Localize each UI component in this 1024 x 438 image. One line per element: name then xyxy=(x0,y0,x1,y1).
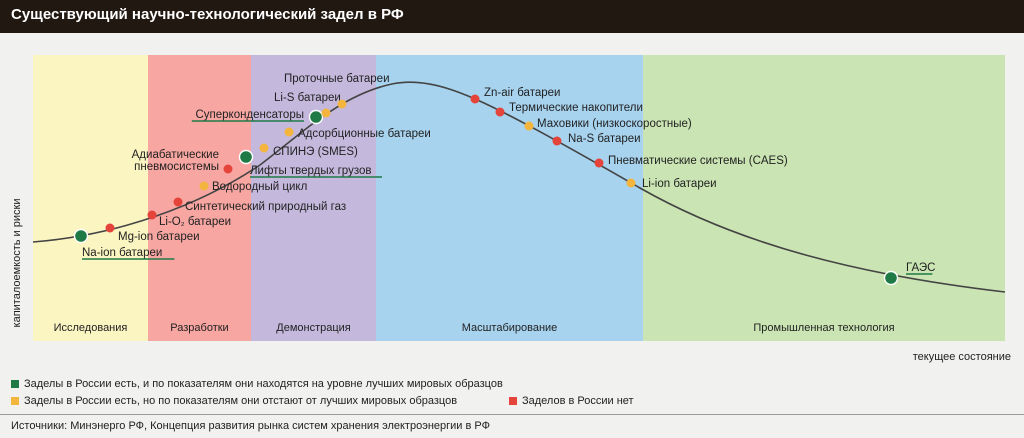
point-label-суперконденсаторы: Суперконденсаторы xyxy=(195,109,304,121)
point-label-лифты-твердых-грузов: Лифты твердых грузов xyxy=(250,165,371,177)
legend-label-yellow: Заделы в России есть, но по показателям … xyxy=(24,395,458,407)
page-title: Существующий научно-технологический заде… xyxy=(11,6,404,23)
point-label-термические-накопители: Термические накопители xyxy=(509,102,643,114)
point-label-na-ion-батареи: Na-ion батареи xyxy=(82,247,162,259)
point-синтетический-природный-газ xyxy=(173,197,183,207)
point-водородный-цикл xyxy=(199,181,209,191)
trend-curve xyxy=(32,81,1006,293)
stage-band-4 xyxy=(376,55,643,341)
y-axis-label: капиталоемкость и риски xyxy=(11,199,23,328)
point-гаэс xyxy=(883,270,899,286)
source-note: Источники: Минэнерго РФ, Концепция разви… xyxy=(11,420,490,432)
point-label-синтетический-природный-газ: Синтетический природный газ xyxy=(185,201,346,213)
point-li-s-батареи xyxy=(321,108,331,118)
technology-readiness-chart: Исследования Разработки Демонстрация Масшта… xyxy=(11,55,1011,363)
point-label-адсорбционные-батареи: Адсорбционные батареи xyxy=(298,128,431,140)
point-na-s-батареи xyxy=(552,136,562,146)
stage-band-1 xyxy=(33,55,148,341)
stage-label-5: Промышленная технология xyxy=(753,322,894,334)
legend-item-green: Заделы в России есть, и по показателям о… xyxy=(11,378,503,390)
legend-item-red: Заделов в России нет xyxy=(509,395,634,407)
point-спинэ-smes xyxy=(259,143,269,153)
point-термические-накопители xyxy=(495,107,505,117)
stage-band-5 xyxy=(643,55,1005,341)
point-label-спинэ-smes: СПИНЭ (SMES) xyxy=(273,146,358,158)
point-label-li-s-батареи: Li-S батареи xyxy=(274,92,341,104)
point-label-li-ion-батареи: Li-ion батареи xyxy=(642,178,717,190)
point-label-na-s-батареи: Na-S батареи xyxy=(568,133,641,145)
stage-label-2: Разработки xyxy=(170,322,228,334)
footer-divider xyxy=(0,414,1024,415)
legend-label-red: Заделов в России нет xyxy=(522,395,634,407)
point-label-маховики-низкоскоростные: Маховики (низкоскоростные) xyxy=(537,118,692,130)
point-label-водородный-цикл: Водородный цикл xyxy=(212,181,307,193)
legend-swatch-red xyxy=(509,397,517,405)
point-label-li-o-батареи: Li-O₂ батареи xyxy=(159,216,231,228)
stage-label-3: Демонстрация xyxy=(276,322,351,334)
point-label-проточные-батареи: Проточные батареи xyxy=(284,73,390,85)
point-label-zn-air-батареи: Zn-air батареи xyxy=(484,87,560,99)
stage-label-1: Исследования xyxy=(54,322,128,334)
stage-band-3 xyxy=(251,55,376,341)
point-адсорбционные-батареи xyxy=(284,127,294,137)
legend-item-yellow: Заделы в России есть, но по показателям … xyxy=(11,395,457,407)
point-маховики-низкоскоростные xyxy=(524,121,534,131)
point-li-o-батареи xyxy=(147,210,157,220)
legend-swatch-green xyxy=(11,380,19,388)
point-пневматические-системы-caes xyxy=(594,158,604,168)
point-label-пневматические-системы-caes: Пневматические системы (CAES) xyxy=(608,155,788,167)
point-проточные-батареи xyxy=(337,99,347,109)
stage-label-4: Масштабирование xyxy=(462,322,558,334)
x-axis-label: текущее состояние xyxy=(913,351,1011,363)
point-лифты-твердых-грузов xyxy=(223,164,233,174)
legend-label-green: Заделы в России есть, и по показателям о… xyxy=(24,378,503,390)
point-label-mg-ion-батареи: Mg-ion батареи xyxy=(118,231,200,243)
point-суперконденсаторы xyxy=(308,109,324,125)
title-bar: Существующий научно-технологический заде… xyxy=(0,0,1024,33)
legend-swatch-yellow xyxy=(11,397,19,405)
point-mg-ion-батареи xyxy=(105,223,115,233)
point-na-ion-батареи xyxy=(73,228,89,244)
point-адиабатические-пневмосистемы xyxy=(238,149,254,165)
point-li-ion-батареи xyxy=(626,178,636,188)
point-label-гаэс: ГАЭС xyxy=(906,262,935,274)
point-zn-air-батареи xyxy=(470,94,480,104)
